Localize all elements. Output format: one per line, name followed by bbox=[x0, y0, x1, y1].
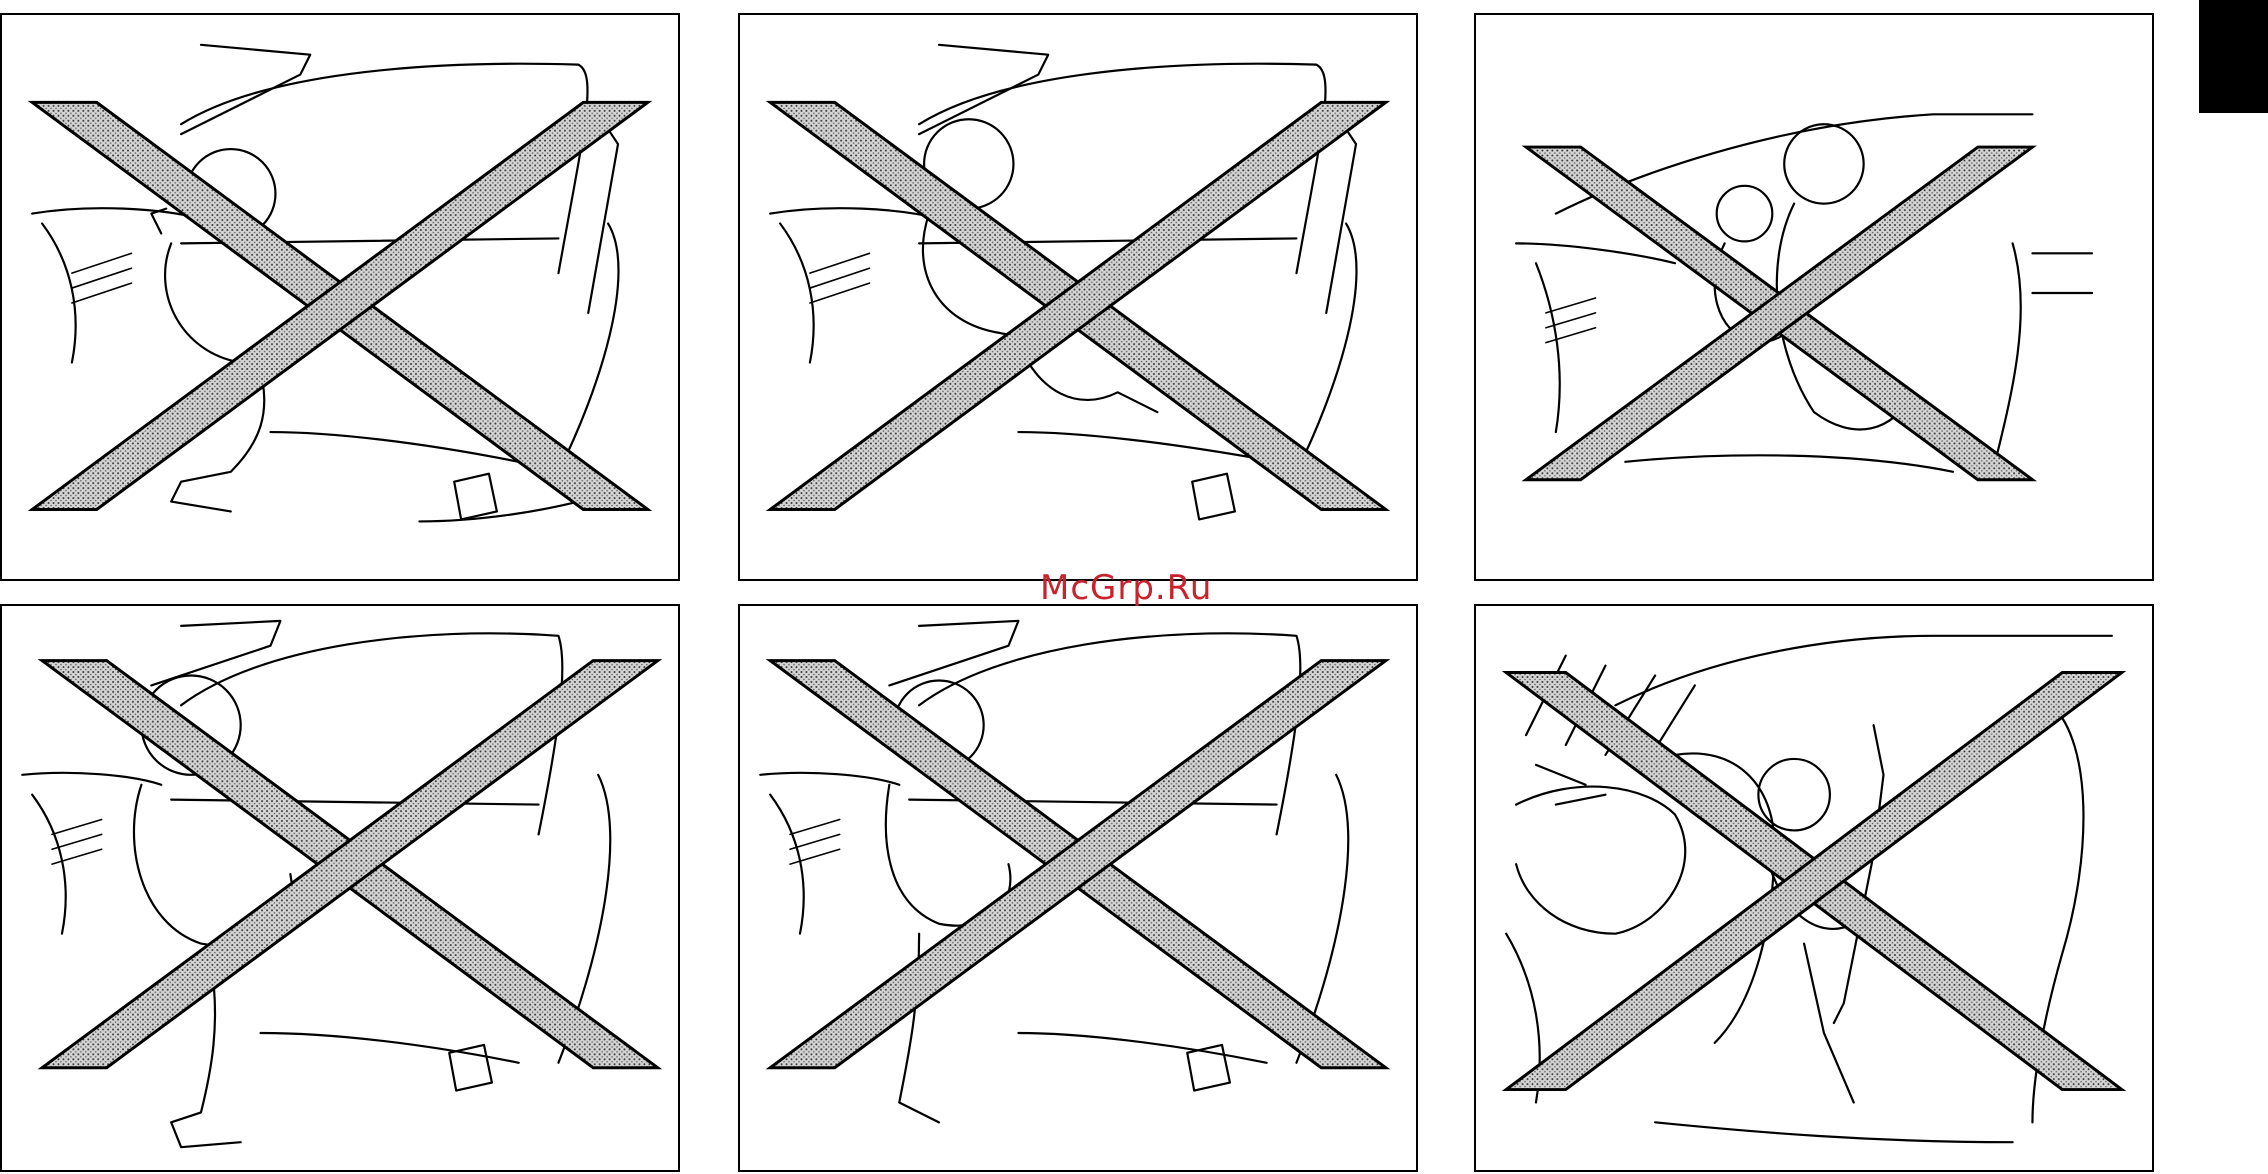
watermark-text: McGrp.Ru bbox=[1040, 568, 1212, 608]
illustration-child-standing-by-seat-side-view bbox=[2, 606, 678, 1170]
chapter-tab-marker bbox=[2199, 0, 2268, 113]
illustration-child-held-on-lap-with-belt bbox=[1476, 15, 2152, 579]
illustration-child-kneeling-front-seat bbox=[740, 15, 1416, 579]
illustration-panel-4 bbox=[0, 604, 680, 1172]
illustration-panel-6 bbox=[1474, 604, 2154, 1172]
illustration-panel-2 bbox=[738, 13, 1418, 581]
illustration-panel-1 bbox=[0, 13, 680, 581]
illustration-panel-3 bbox=[1474, 13, 2154, 581]
illustration-child-standing-front-seat bbox=[2, 15, 678, 579]
illustration-child-kneeling-facing-rear bbox=[740, 606, 1416, 1170]
illustration-child-seat-front-with-airbag bbox=[1476, 606, 2152, 1170]
illustration-panel-5 bbox=[738, 604, 1418, 1172]
